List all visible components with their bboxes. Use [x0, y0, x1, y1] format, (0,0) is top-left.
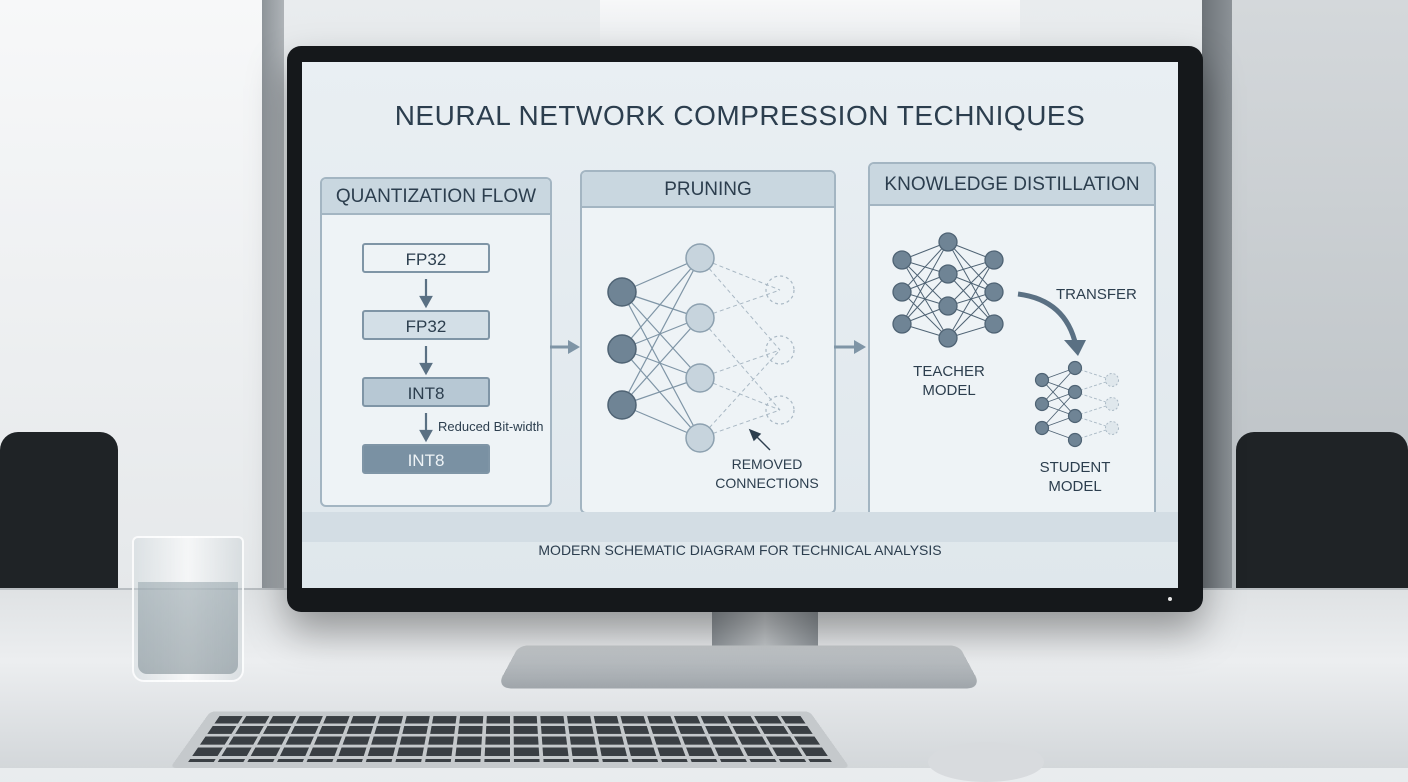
- quant-flow-arrows: [322, 179, 550, 505]
- water: [138, 582, 238, 674]
- window-frame: [262, 0, 284, 610]
- transfer-label: TRANSFER: [1056, 286, 1137, 303]
- panel-arrow-icon: [550, 337, 582, 357]
- distillation-panel: KNOWLEDGE DISTILLATION: [868, 162, 1156, 526]
- panel-arrow-icon: [834, 337, 868, 357]
- student-model-label: STUDENT MODEL: [1020, 458, 1130, 496]
- quantization-panel: QUANTIZATION FLOW FP32 FP32 INT8 INT8 Re…: [320, 177, 552, 507]
- keyboard: [170, 711, 850, 768]
- monitor-stand-base: [496, 646, 982, 689]
- keyboard-keys: [188, 716, 832, 762]
- student-label-line2: MODEL: [1020, 477, 1130, 496]
- removed-label-line2: CONNECTIONS: [712, 474, 822, 493]
- monitor-screen: NEURAL NETWORK COMPRESSION TECHNIQUES QU…: [302, 62, 1178, 588]
- screen-footer: MODERN SCHEMATIC DIAGRAM FOR TECHNICAL A…: [302, 542, 1178, 558]
- quant-note: Reduced Bit-width: [438, 419, 544, 434]
- water-glass: [132, 536, 244, 682]
- teacher-label-line1: TEACHER: [894, 362, 1004, 381]
- teacher-label-line2: MODEL: [894, 381, 1004, 400]
- pruning-panel: PRUNING: [580, 170, 836, 514]
- computer-mouse: [928, 742, 1044, 782]
- removed-label-line1: REMOVED: [712, 455, 822, 474]
- removed-connections-label: REMOVED CONNECTIONS: [712, 455, 822, 493]
- teacher-model-label: TEACHER MODEL: [894, 362, 1004, 400]
- screen-title: NEURAL NETWORK COMPRESSION TECHNIQUES: [302, 100, 1178, 132]
- footer-band: [302, 512, 1178, 542]
- student-label-line1: STUDENT: [1020, 458, 1130, 477]
- window-frame: [1202, 0, 1232, 610]
- power-indicator: [1168, 597, 1172, 601]
